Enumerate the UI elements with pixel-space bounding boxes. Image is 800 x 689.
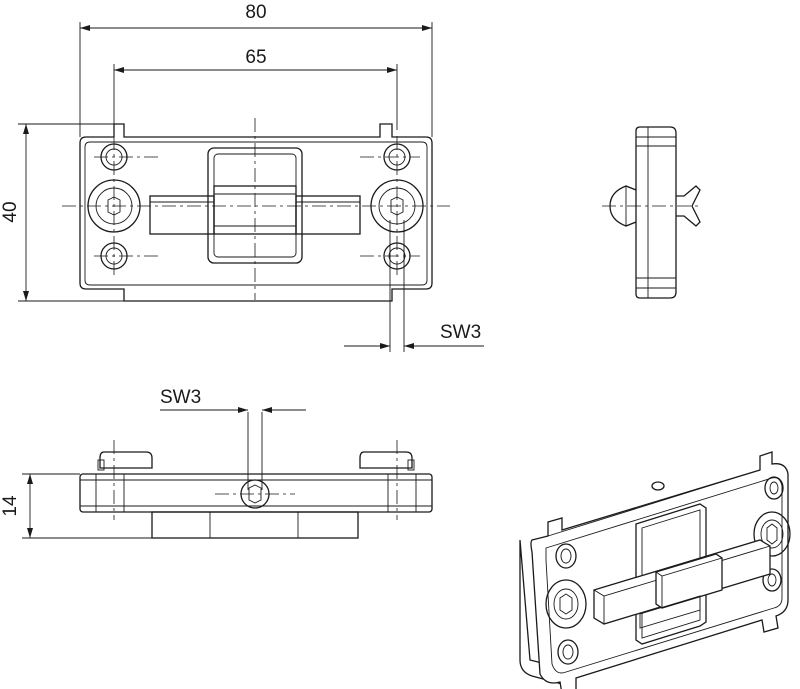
dim-overall-width: 80 bbox=[245, 2, 266, 23]
bottom-dimension-lines bbox=[22, 407, 306, 539]
dim-wrench-size-top: SW3 bbox=[440, 322, 481, 343]
dim-thickness: 14 bbox=[0, 495, 21, 517]
dimension-lines bbox=[18, 22, 484, 352]
side-view bbox=[602, 126, 701, 299]
front-view bbox=[62, 118, 450, 302]
isometric-view bbox=[519, 451, 791, 689]
dim-wrench-size-side: SW3 bbox=[160, 387, 201, 408]
dim-hole-spacing: 65 bbox=[245, 47, 266, 68]
dim-height: 40 bbox=[0, 201, 21, 222]
bottom-view bbox=[79, 412, 433, 539]
